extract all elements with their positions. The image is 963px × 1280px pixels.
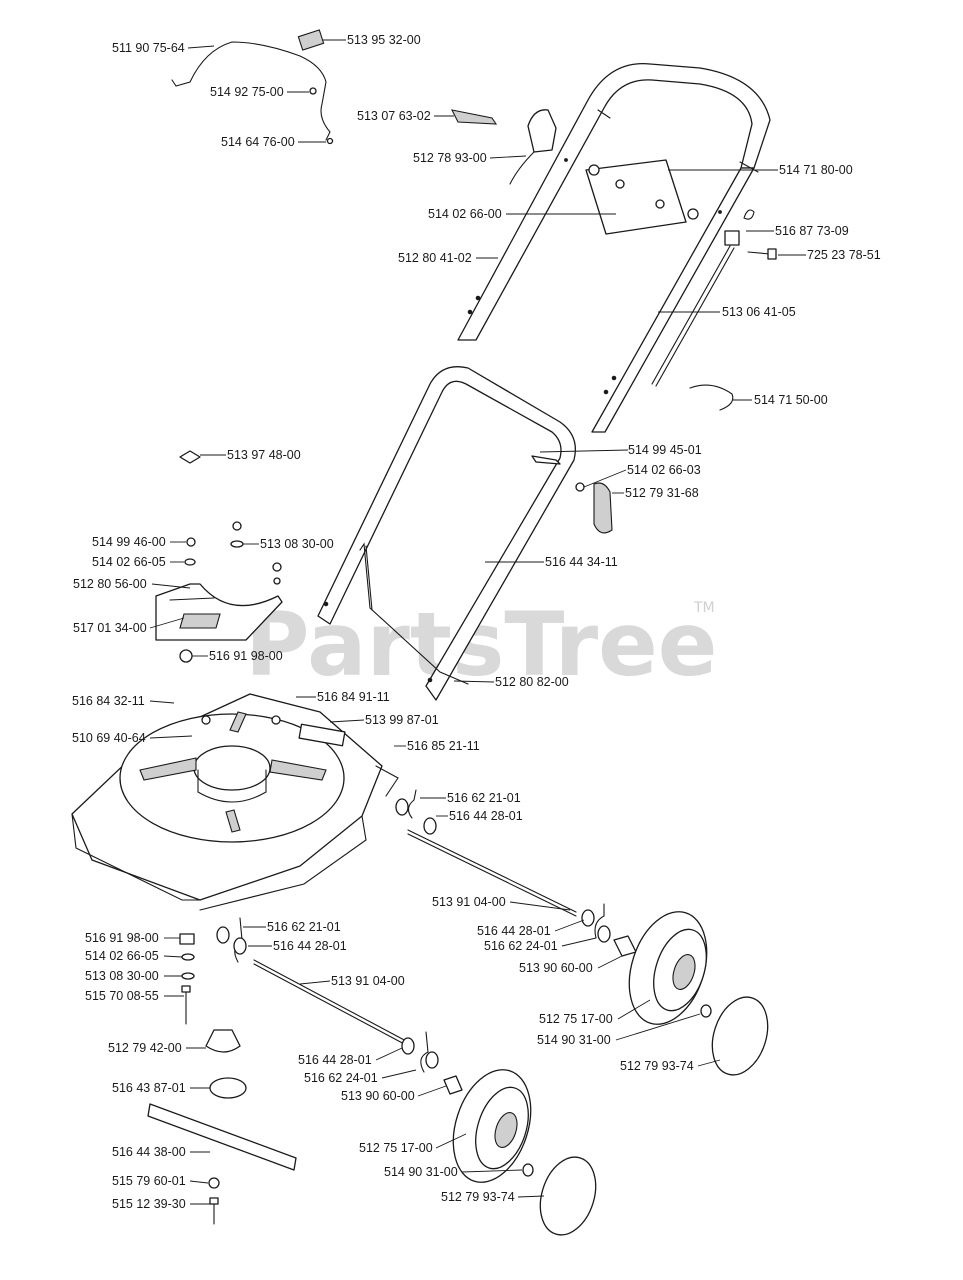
part-label: 516 44 38-00 (112, 1145, 186, 1159)
part-label: 511 90 75-64 (112, 41, 185, 55)
rear-wheel-hardware (581, 903, 637, 957)
part-label: 513 95 32-00 (347, 33, 421, 47)
front-axle (216, 917, 463, 1095)
part-label: 512 80 56-00 (73, 577, 147, 591)
part-label: 513 90 60-00 (341, 1089, 415, 1103)
part-label: 517 01 34-00 (73, 621, 147, 635)
part-label: 512 75 17-00 (359, 1141, 433, 1155)
watermark-trademark: TM (693, 600, 715, 616)
part-label: 514 71 80-00 (779, 163, 853, 177)
part-label: 514 90 31-00 (384, 1165, 458, 1179)
part-label: 513 07 63-02 (357, 109, 431, 123)
part-label: 512 79 93-74 (441, 1190, 515, 1204)
part-label: 513 08 30-00 (260, 537, 334, 551)
part-label: 514 99 46-00 (92, 535, 166, 549)
part-label: 512 80 41-02 (398, 251, 472, 265)
part-label: 516 62 24-01 (484, 939, 558, 953)
part-label: 516 44 28-01 (298, 1053, 372, 1067)
part-label: 516 84 91-11 (317, 690, 390, 704)
part-label: 514 02 66-05 (92, 555, 166, 569)
part-label: 514 02 66-00 (428, 207, 502, 221)
rear-wheel (628, 911, 769, 1076)
part-label: 514 02 66-05 (85, 949, 159, 963)
stop-bail (171, 29, 334, 145)
diamond-clip (179, 450, 201, 464)
part-label: 514 90 31-00 (537, 1033, 611, 1047)
part-label: 513 90 60-00 (519, 961, 593, 975)
part-label: 516 62 24-01 (304, 1071, 378, 1085)
part-label: 513 97 48-00 (227, 448, 301, 462)
rear-axle (395, 789, 577, 917)
part-label: 512 80 82-00 (495, 675, 569, 689)
front-wheel (452, 1069, 597, 1236)
part-label: 513 91 04-00 (331, 974, 405, 988)
part-label: 516 91 98-00 (85, 931, 159, 945)
part-label: 514 64 76-00 (221, 135, 295, 149)
part-label: 516 44 28-01 (477, 924, 551, 938)
part-label: 516 62 21-01 (447, 791, 521, 805)
part-label: 512 78 93-00 (413, 151, 487, 165)
part-label: 514 92 75-00 (210, 85, 284, 99)
part-label: 516 44 28-01 (273, 939, 347, 953)
part-label: 516 62 21-01 (267, 920, 341, 934)
part-labels: 511 90 75-64 513 95 32-00 514 92 75-00 5… (72, 33, 881, 1211)
throttle-control (451, 109, 557, 185)
part-label: 516 43 87-01 (112, 1081, 186, 1095)
part-label: 515 70 08-55 (85, 989, 159, 1003)
upper-handle (457, 62, 771, 433)
leader-lines (149, 39, 806, 1205)
part-label: 512 79 31-68 (625, 486, 699, 500)
part-label: 512 79 93-74 (620, 1059, 694, 1073)
part-label: 513 91 04-00 (432, 895, 506, 909)
part-label: 516 91 98-00 (209, 649, 283, 663)
part-label: 516 85 21-11 (407, 739, 480, 753)
part-label: 512 79 42-00 (108, 1041, 182, 1055)
part-label: 513 99 87-01 (365, 713, 439, 727)
deflector-plate (155, 583, 283, 641)
handle-plate (585, 159, 699, 235)
part-label: 514 02 66-03 (627, 463, 701, 477)
part-label: 510 69 40-64 (72, 731, 146, 745)
part-label: 512 75 17-00 (539, 1012, 613, 1026)
right-bolt (651, 209, 777, 411)
lower-handle (317, 366, 613, 701)
part-label: 725 23 78-51 (807, 248, 881, 262)
part-label: 516 44 34-11 (545, 555, 618, 569)
part-label: 516 84 32-11 (72, 694, 145, 708)
blade-hardware (147, 933, 297, 1225)
part-label: 514 71 50-00 (754, 393, 828, 407)
part-label: 515 12 39-30 (112, 1197, 186, 1211)
mower-deck (71, 693, 399, 911)
part-label: 514 99 45-01 (628, 443, 702, 457)
part-label: 516 87 73-09 (775, 224, 849, 238)
part-label: 515 79 60-01 (112, 1174, 186, 1188)
part-label: 516 44 28-01 (449, 809, 523, 823)
left-fasteners (179, 521, 282, 663)
part-label: 513 06 41-05 (722, 305, 796, 319)
part-label: 513 08 30-00 (85, 969, 159, 983)
